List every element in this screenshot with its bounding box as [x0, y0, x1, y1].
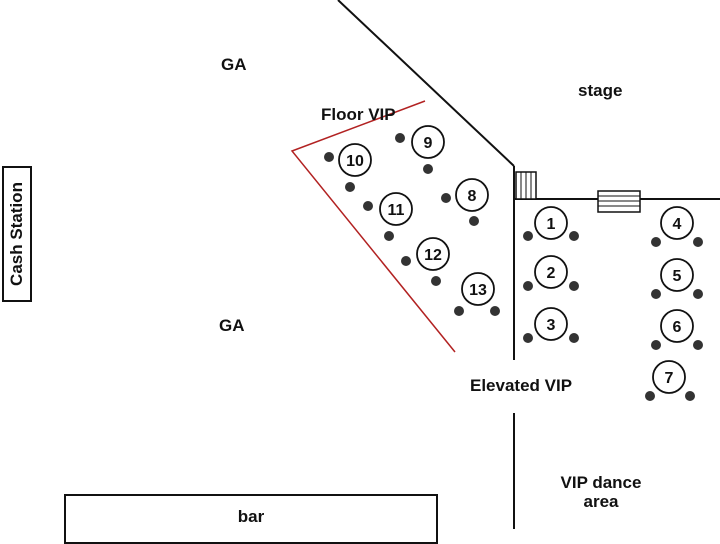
seat-marker — [395, 133, 405, 143]
ga-top-label: GA — [221, 55, 247, 74]
seat-marker — [345, 182, 355, 192]
table-8[interactable]: 8 — [441, 178, 489, 226]
table-13[interactable]: 13 — [454, 272, 500, 316]
table-3[interactable]: 3 — [523, 307, 579, 343]
table-9[interactable]: 9 — [395, 125, 445, 174]
seat-marker — [523, 333, 533, 343]
walls — [337, 0, 720, 529]
seat-marker — [423, 164, 433, 174]
table-circle — [455, 178, 489, 212]
table-number: 7 — [665, 370, 674, 387]
seat-marker — [454, 306, 464, 316]
table-number: 8 — [468, 188, 477, 205]
stage-stairs-horizontal — [597, 190, 641, 213]
table-number: 3 — [547, 317, 556, 334]
table-circle — [652, 360, 686, 394]
seat-marker — [569, 231, 579, 241]
table-circle — [534, 307, 568, 341]
table-number: 2 — [547, 265, 556, 282]
table-circle — [416, 237, 450, 271]
seat-marker — [651, 289, 661, 299]
table-1[interactable]: 1 — [523, 206, 579, 241]
table-number: 5 — [673, 268, 682, 285]
seat-marker — [441, 193, 451, 203]
table-circle — [534, 206, 568, 240]
stage-diagonal-wall — [337, 0, 515, 167]
seat-marker — [363, 201, 373, 211]
seat-marker — [431, 276, 441, 286]
seat-marker — [685, 391, 695, 401]
table-10[interactable]: 10 — [324, 143, 372, 192]
table-circle — [660, 258, 694, 292]
table-12[interactable]: 12 — [401, 237, 450, 286]
seat-marker — [693, 237, 703, 247]
floor-vip-label: Floor VIP — [321, 105, 396, 124]
seat-marker — [569, 281, 579, 291]
table-number: 12 — [424, 247, 442, 264]
seat-marker — [693, 289, 703, 299]
seat-marker — [569, 333, 579, 343]
table-number: 6 — [673, 319, 682, 336]
table-6[interactable]: 6 — [651, 309, 703, 350]
seat-marker — [651, 340, 661, 350]
table-4[interactable]: 4 — [651, 206, 703, 247]
table-number: 1 — [547, 216, 556, 233]
table-5[interactable]: 5 — [651, 258, 703, 299]
ga-bottom-label: GA — [219, 316, 245, 335]
seat-marker — [693, 340, 703, 350]
table-circle — [411, 125, 445, 159]
elevated-vip-label: Elevated VIP — [470, 376, 573, 395]
table-circle — [379, 192, 413, 226]
bar-label: bar — [237, 507, 265, 526]
stage-stairs-vertical — [515, 171, 537, 200]
table-number: 10 — [346, 153, 364, 170]
table-circle — [338, 143, 372, 177]
seat-marker — [490, 306, 500, 316]
vip-dance-area-label-line2: area — [583, 492, 619, 511]
table-circle — [660, 309, 694, 343]
seat-marker — [523, 281, 533, 291]
table-circle — [660, 206, 694, 240]
table-number: 11 — [388, 202, 405, 219]
seat-marker — [384, 231, 394, 241]
seat-marker — [401, 256, 411, 266]
seat-marker — [469, 216, 479, 226]
table-number: 9 — [424, 135, 433, 152]
table-number: 4 — [673, 216, 682, 233]
table-circle — [461, 272, 495, 306]
table-circle — [534, 255, 568, 289]
seat-marker — [324, 152, 334, 162]
table-2[interactable]: 2 — [523, 255, 579, 291]
seat-marker — [651, 237, 661, 247]
stage-label: stage — [578, 81, 623, 100]
floor-vip-boundary — [290, 100, 456, 353]
cash-station: Cash Station — [2, 166, 32, 302]
table-number: 13 — [469, 282, 487, 299]
cash-station-label: Cash Station — [7, 182, 26, 286]
vip-dance-area-label-line1: VIP dance — [560, 473, 642, 492]
seat-marker — [645, 391, 655, 401]
table-7[interactable]: 7 — [645, 360, 695, 401]
table-11[interactable]: 11 — [363, 192, 413, 241]
seat-marker — [523, 231, 533, 241]
bar-counter: bar — [64, 494, 438, 544]
